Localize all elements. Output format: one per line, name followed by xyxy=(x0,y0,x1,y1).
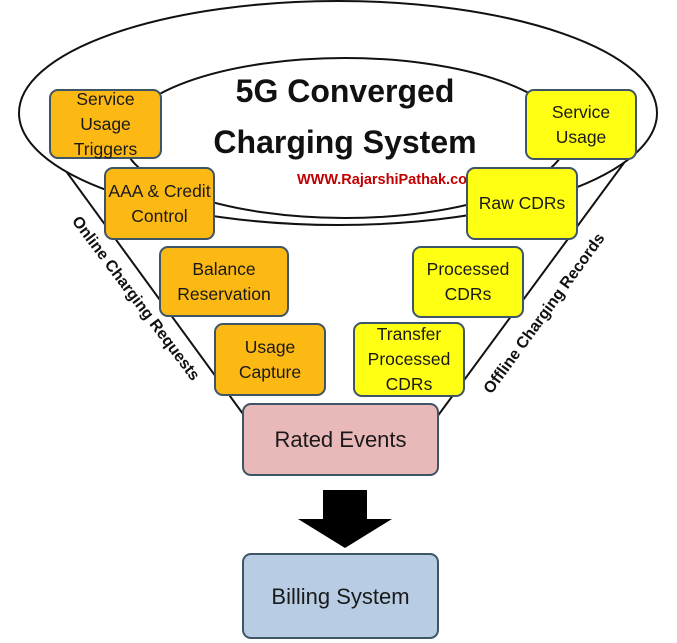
diagram-title-line1: 5G Converged xyxy=(235,73,455,109)
offline-step-transfer-processed-cdrs: Transfer Processed CDRs xyxy=(353,322,465,397)
offline-step-processed-cdrs: Processed CDRs xyxy=(412,246,524,318)
offline-step-raw-cdrs: Raw CDRs xyxy=(466,167,578,240)
online-step-aaa-credit-control: AAA & Credit Control xyxy=(104,167,215,240)
down-arrow-icon xyxy=(298,490,392,548)
rated-events-box: Rated Events xyxy=(242,403,439,476)
website-watermark: WWW.RajarshiPathak.com xyxy=(297,172,480,188)
diagram-title-line2: Charging System xyxy=(213,124,477,160)
billing-system-box: Billing System xyxy=(242,553,439,639)
online-step-usage-capture: Usage Capture xyxy=(214,323,326,396)
online-step-balance-reservation: Balance Reservation xyxy=(159,246,289,317)
online-step-service-usage-triggers: Service Usage Triggers xyxy=(49,89,162,159)
offline-step-service-usage: Service Usage xyxy=(525,89,637,160)
